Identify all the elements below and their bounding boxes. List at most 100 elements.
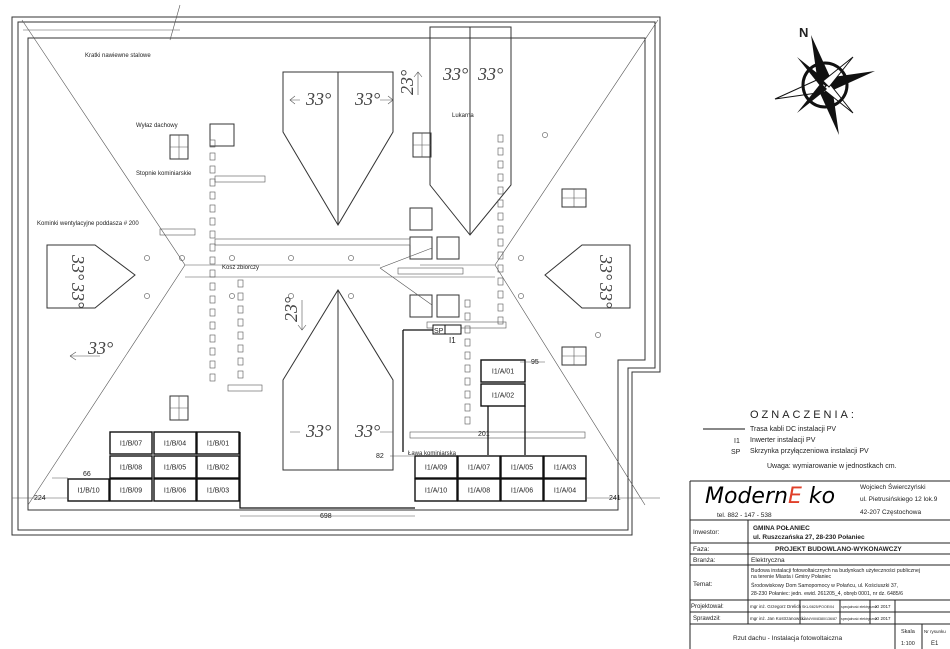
chimney-step — [497, 225, 504, 234]
chimney-step — [464, 325, 471, 334]
designed-specialty: specjalność elektryczna — [841, 605, 877, 609]
pv-panel-label: I1/B/02 — [207, 465, 229, 472]
pv-panel: I1/A/06 — [500, 478, 544, 502]
chimney-step — [209, 217, 216, 226]
dimension-66: 66 — [83, 471, 91, 478]
phase-value: PROJEKT BUDOWLANO-WYKONAWCZY — [775, 546, 902, 553]
ventilation-chimney — [595, 332, 601, 338]
ventilation-chimney — [288, 293, 294, 299]
chimney-step — [497, 251, 504, 260]
pv-panel: I1/A/03 — [543, 455, 587, 479]
pv-panel-label: I1/A/02 — [492, 393, 514, 400]
chimney-step — [497, 277, 504, 286]
pv-panel-label: I1/A/06 — [511, 488, 533, 495]
subject-line: 28-230 Połaniec: jedn. ewid. 261205_4, o… — [751, 591, 903, 597]
dc-cable-route — [239, 324, 526, 509]
angle-label: 33° — [354, 421, 380, 441]
ventilation-chimney — [288, 255, 294, 261]
label-sp: SP — [434, 328, 444, 335]
pv-panel-label: I1/B/09 — [120, 488, 142, 495]
title-block: ModernE ko tel. 882 - 147 - 538 Wojciech… — [689, 480, 950, 649]
pv-panel: I1/B/03 — [196, 478, 240, 502]
chimney-step — [464, 416, 471, 425]
pv-panel: I1/B/05 — [153, 455, 197, 479]
drawing-number: E1 — [931, 641, 939, 647]
chimney-step — [497, 160, 504, 169]
designed-label: Projektował: — [691, 604, 724, 610]
skylights — [379, 207, 460, 318]
angle-label: 23° — [281, 297, 301, 322]
pv-panel-label: I1/B/03 — [207, 488, 229, 495]
ventilation-chimney — [144, 293, 150, 299]
chimney-step — [209, 347, 216, 356]
checked-license: UAN/VIII/8380/136/87 — [802, 617, 837, 621]
pv-panel: I1/B/07 — [109, 431, 153, 455]
pv-panel: I1/A/04 — [543, 478, 587, 502]
chimney-step — [497, 264, 504, 273]
chimney-step — [237, 279, 244, 288]
chimney-step — [209, 230, 216, 239]
branch-label: Branża: — [693, 557, 716, 564]
pv-panel-label: I1/A/01 — [492, 369, 514, 376]
chimney-step — [464, 312, 471, 321]
pv-panel-label: I1/B/10 — [77, 488, 99, 495]
angle-label: 33° — [305, 89, 331, 109]
dimensions: 224 66 698 241 82 95 201 — [12, 359, 660, 520]
investor-name: GMINA POŁANIEC — [753, 525, 810, 532]
angle-label: 33° — [305, 421, 331, 441]
chimney-step — [464, 390, 471, 399]
pv-panel: I1/A/09 — [414, 455, 458, 479]
windows — [169, 123, 587, 421]
chimney-step — [464, 364, 471, 373]
chimney-step — [209, 334, 216, 343]
chimney-step — [209, 308, 216, 317]
chimney-step — [209, 178, 216, 187]
designed-by: mgr inż. Grzegorz Drelich — [750, 604, 802, 609]
chimney-step — [497, 186, 504, 195]
slope-angles: 33° 33° 33° 33° 33° 33° 33° 23° 23° 33° … — [68, 64, 616, 441]
legend-note: Uwaga: wymiarowanie w jednostkach cm. — [767, 463, 897, 470]
angle-label: 33° — [442, 64, 468, 84]
chimney-step — [237, 305, 244, 314]
pv-panel-label: I1/A/04 — [554, 488, 576, 495]
chimney-step — [497, 238, 504, 247]
company-street: ul. Pietrusińskiego 12 lok.9 — [860, 496, 938, 503]
pv-panel: I1/B/04 — [153, 431, 197, 455]
chimney-step — [209, 243, 216, 252]
chimney-step — [237, 318, 244, 327]
pv-panel-label: I1/A/05 — [511, 465, 533, 472]
checked-label: Sprawdził: — [693, 616, 721, 622]
company-city: 42-207 Częstochowa — [860, 509, 921, 516]
dimension-241: 241 — [609, 495, 621, 502]
angle-label: 33° — [354, 89, 380, 109]
checked-specialty: specjalność elektryczna — [841, 617, 877, 621]
dimension-82: 82 — [376, 453, 384, 460]
label-steps: Stopnie kominiarskie — [136, 171, 192, 177]
compass-rose: N — [774, 25, 875, 135]
drawing-title: Rzut dachu - Instalacja fotowoltaiczna — [733, 635, 842, 642]
chimney-step — [237, 344, 244, 353]
chimney-step — [209, 282, 216, 291]
subject-line: Budowa instalacji fotowoltaicznych na bu… — [751, 568, 920, 574]
dimension-201: 201 — [478, 431, 490, 438]
pv-panel: I1/A/10 — [414, 478, 458, 502]
compass-north-label: N — [799, 25, 808, 40]
label-chimneys: Kominki wentylacyjne poddasza # 200 — [37, 221, 139, 227]
chimney-step — [237, 292, 244, 301]
ventilation-chimney — [348, 255, 354, 261]
angle-label: 33° — [596, 282, 616, 308]
drawing-number-label: Nr rysunku — [924, 629, 946, 634]
ventilation-chimney — [144, 255, 150, 261]
chimney-step — [209, 152, 216, 161]
company-name: Wojciech Świerczyński — [860, 482, 926, 491]
investor-label: Inwestor: — [693, 529, 720, 536]
chimney-step — [497, 316, 504, 325]
pv-panel: I1/A/02 — [480, 383, 526, 407]
phase-label: Faza: — [693, 546, 709, 553]
pv-panel: I1/B/02 — [196, 455, 240, 479]
walkways — [159, 175, 586, 439]
company-phone: tel. 882 - 147 - 538 — [717, 512, 772, 519]
subject-line: Środowiskowy Dom Samopomocy w Połańcu, u… — [751, 581, 898, 589]
chimney-step — [497, 212, 504, 221]
